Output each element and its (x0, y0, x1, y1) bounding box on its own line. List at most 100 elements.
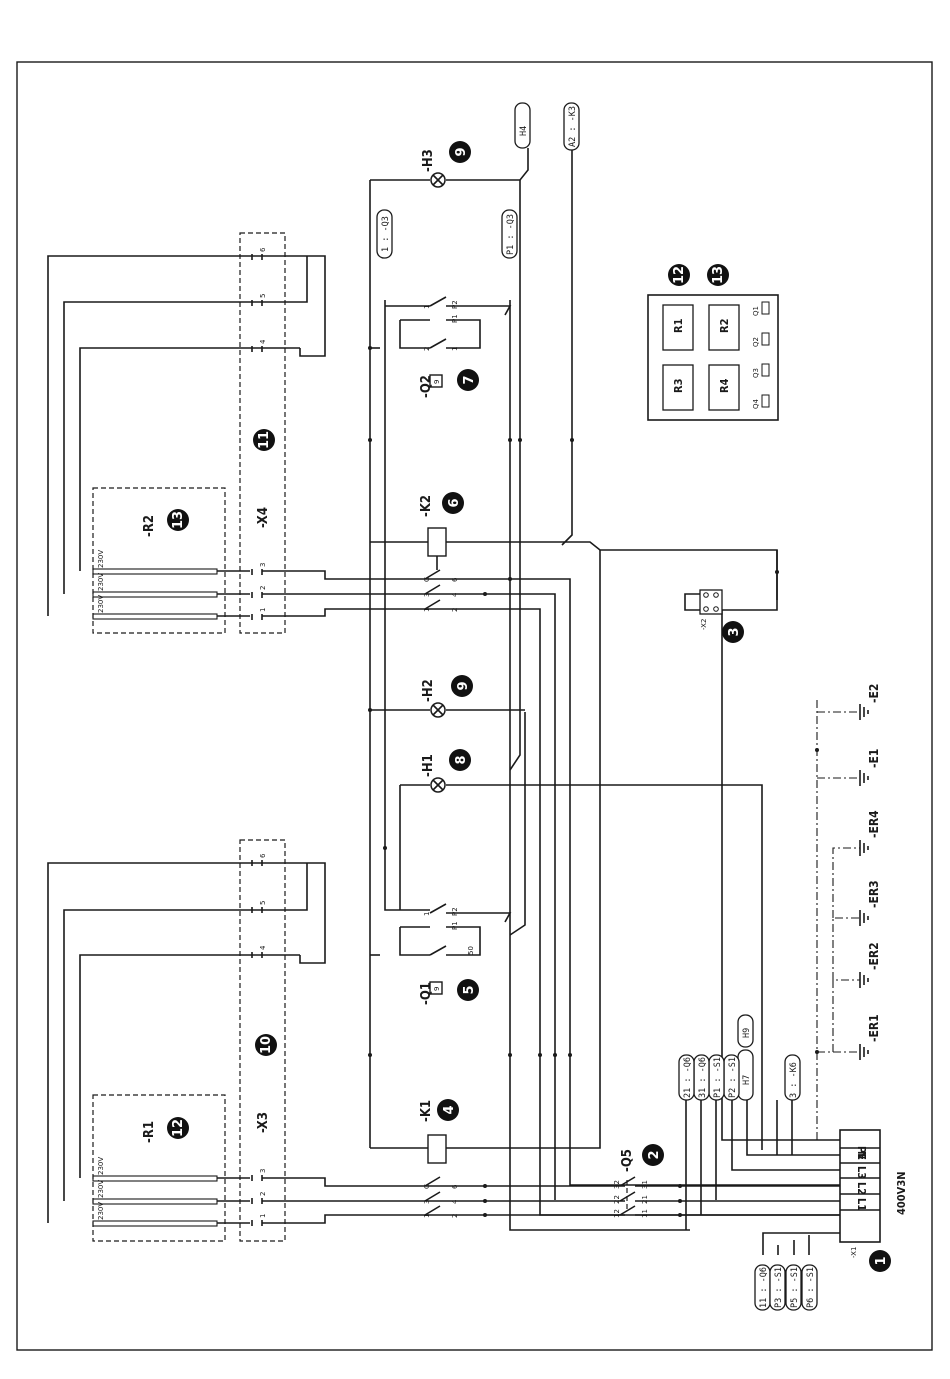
xref-h4: H4 (519, 126, 529, 136)
label-er2: -ER2 (867, 942, 881, 970)
q2-relay-box (429, 374, 443, 388)
x3-num-3: 3 (259, 1169, 267, 1173)
k2-num-3: 3 (423, 593, 431, 597)
k2-num-5: C (423, 577, 431, 582)
label-r2: -R2 (142, 515, 157, 537)
xref-p3-s1: P3 : -S1 (774, 1267, 784, 1308)
label-supply: 400V3N (895, 1172, 908, 1215)
junction-dots (368, 346, 819, 1217)
x4-num-3: 3 (259, 563, 267, 567)
svg-text:11: 11 (257, 431, 272, 449)
k1-num-1: 1 (423, 1214, 431, 1218)
label-r1: -R1 (142, 1121, 157, 1143)
q5-num-11: 11 (641, 1209, 649, 1218)
label-h1: -H1 (421, 754, 436, 777)
x3-num-6: 6 (259, 853, 267, 858)
badge-6: 6 (442, 492, 464, 514)
k1-num-3: 3 (423, 1200, 431, 1204)
layout-r4: R4 (718, 378, 731, 393)
label-e1: -E1 (867, 749, 881, 768)
svg-text:5: 5 (462, 985, 477, 994)
label-x4: -X4 (256, 507, 271, 528)
badge-12a: 12 (167, 1117, 189, 1139)
r1-element-3 (92, 1175, 218, 1182)
x4-terminals (251, 254, 263, 620)
heater-group-r1 (47, 839, 438, 1242)
k1-num-2: 2 (451, 1214, 459, 1218)
xref-p1-q3: P1 : -Q3 (506, 214, 516, 255)
r2-rating-3: 230V (97, 550, 105, 568)
svg-text:9: 9 (454, 147, 469, 156)
layout-r1: R1 (672, 318, 685, 333)
x3-boundary (239, 839, 286, 1242)
heater-group-r2 (47, 232, 438, 634)
k2-num-2: 2 (451, 608, 459, 612)
badge-9b: 9 (451, 675, 473, 697)
x1-terminal-l3: L3 (855, 1166, 868, 1179)
q1-relay-box (429, 981, 443, 995)
breaker-q5 (619, 1176, 840, 1216)
connector-x2 (699, 589, 723, 615)
q5-num-22: 22 (613, 1195, 621, 1204)
q1-num-p1: P1 (451, 921, 459, 930)
label-q2: -Q2 (419, 375, 434, 398)
xref-3-k6: 3 : -K6 (789, 1062, 799, 1098)
contactor-k2 (370, 527, 840, 1216)
badge-12b: 12 (668, 264, 690, 286)
r2-element-3 (92, 568, 218, 575)
svg-text:2: 2 (647, 1150, 662, 1159)
x4-num-6: 6 (259, 247, 267, 252)
x3-num-2: 2 (259, 1192, 267, 1196)
q1-num-p2: P2 (451, 907, 459, 916)
xref-p2-s1: P2 : -S1 (728, 1057, 738, 1098)
r2-rating-1: 230V (97, 595, 105, 613)
cross-reference-pills: H4 A2 : -K3 1 : -Q3 P1 : -Q3 H9 H7 3 : -… (376, 102, 818, 1311)
layout-box (647, 294, 779, 421)
x4-num-4: 4 (259, 339, 267, 344)
label-x2: -X2 (700, 619, 708, 630)
label-q5: -Q5 (620, 1149, 635, 1172)
q2-num-p1: P1 (451, 314, 459, 323)
badge-5: 5 (457, 979, 479, 1001)
badge-13a: 13 (167, 509, 189, 531)
label-h2: -H2 (421, 679, 436, 702)
x1-terminal-n: N (855, 1151, 868, 1159)
layout-r2: R2 (718, 318, 731, 333)
layout-q3: Q3 (752, 368, 760, 378)
k2-num-1: 1 (423, 608, 431, 612)
label-er1: -ER1 (867, 1014, 881, 1042)
x4-num-1: 1 (259, 608, 267, 612)
r2-boundary (92, 487, 226, 634)
contactor-k1 (370, 550, 625, 1216)
layout-q4: Q4 (752, 398, 760, 409)
svg-text:13: 13 (711, 266, 726, 284)
x1-terminal-pe: PE (855, 1146, 868, 1160)
r2-element-2 (92, 591, 218, 598)
svg-text:13: 13 (171, 511, 186, 529)
q2-relay-value: 9 (433, 380, 441, 384)
x1-terminal-l2: L2 (855, 1182, 868, 1195)
label-x3: -X3 (256, 1112, 271, 1133)
badge-1: 1 (869, 1250, 891, 1272)
labels: -R2 -R1 -X4 -X3 -K2 -K1 -Q2 -Q1 -Q5 -H3 … (97, 149, 908, 1258)
svg-text:9: 9 (456, 681, 471, 690)
lamp-h3 (430, 172, 446, 188)
layout-r3: R3 (672, 378, 685, 393)
label-er4: -ER4 (867, 810, 881, 838)
r1-element-1 (92, 1220, 218, 1227)
r1-element-2 (92, 1198, 218, 1205)
svg-text:12: 12 (171, 1119, 186, 1137)
svg-text:1: 1 (874, 1256, 889, 1265)
xref-a2-k3: A2 : -K3 (568, 106, 578, 147)
svg-text:7: 7 (462, 375, 477, 384)
x3-num-4: 4 (259, 945, 267, 950)
badge-2: 2 (642, 1144, 664, 1166)
r1-rating-1: 230V (97, 1202, 105, 1220)
control-wiring (368, 148, 860, 1255)
x3-num-5: 5 (259, 901, 267, 905)
label-x1: -X1 (850, 1247, 858, 1258)
badge-4: 4 (437, 1099, 459, 1121)
badge-11: 11 (253, 429, 275, 451)
r1-rating-3: 230V (97, 1157, 105, 1175)
svg-text:12: 12 (672, 266, 687, 284)
